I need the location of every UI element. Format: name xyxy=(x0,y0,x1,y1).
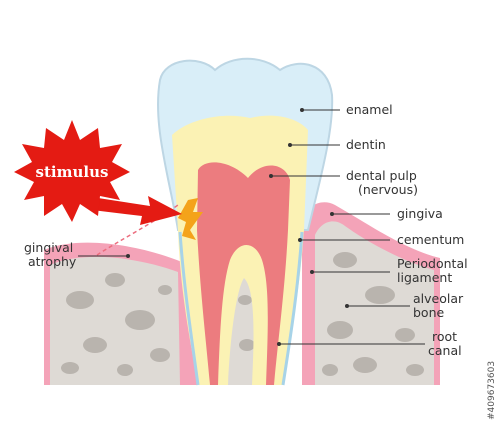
label-periodontal: Periodontal xyxy=(397,256,468,271)
label-enamel: enamel xyxy=(346,102,393,117)
label-ligament: ligament xyxy=(397,270,452,285)
label-dentin: dentin xyxy=(346,137,386,152)
label-bone: bone xyxy=(413,305,445,320)
bone-texture xyxy=(61,252,424,376)
leader-lines xyxy=(78,108,425,346)
label-alveolar: alveolar xyxy=(413,291,464,306)
label-gingiva: gingiva xyxy=(397,206,443,221)
label-nervous: (nervous) xyxy=(358,182,418,197)
dental-pulp xyxy=(197,162,290,385)
irritation-spark xyxy=(178,198,203,240)
stimulus-label: stimulus xyxy=(36,163,109,181)
label-cementum: cementum xyxy=(397,232,464,247)
label-gingival: gingival xyxy=(24,240,73,255)
label-atrophy: atrophy xyxy=(28,254,77,269)
stimulus-burst xyxy=(14,120,130,222)
alveolar-bone-left xyxy=(50,256,180,385)
stimulus-arrow xyxy=(92,196,182,225)
label-root: root xyxy=(432,329,457,344)
label-dental-pulp: dental pulp xyxy=(346,168,417,183)
label-canal: canal xyxy=(428,343,462,358)
stock-id-watermark: #409673603 xyxy=(487,360,497,420)
cementum xyxy=(178,231,304,386)
